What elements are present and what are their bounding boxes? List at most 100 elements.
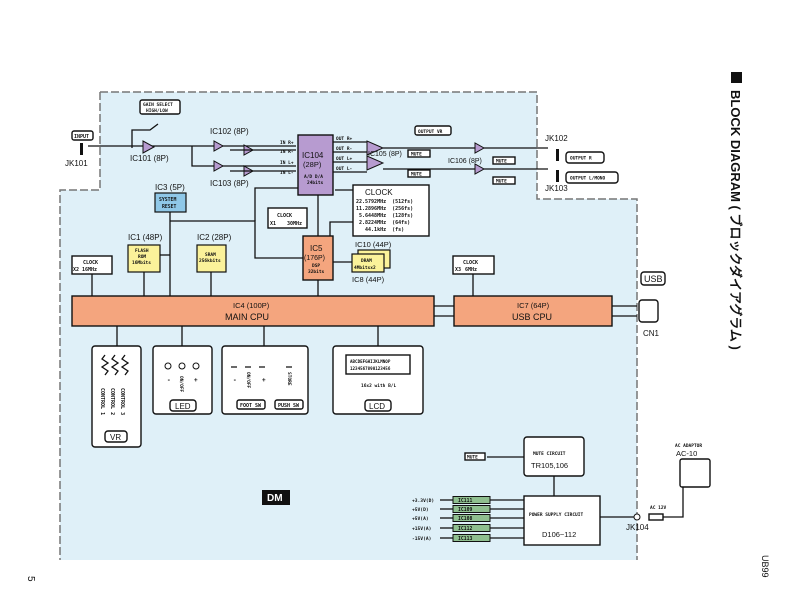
ic106a-opamp-icon [474, 142, 486, 154]
mute-out-label: MUTE [467, 455, 478, 461]
page-number: 5 [25, 576, 36, 582]
regulator-ic113 [452, 534, 491, 542]
ic101-label: IC101 (8P) [130, 154, 169, 163]
ic104-func: A/D D/A [304, 174, 323, 180]
board-border [100, 91, 638, 560]
ic5-dsp [302, 235, 334, 281]
led-icon [178, 362, 186, 370]
input-split [191, 146, 296, 167]
ic102-label: IC102 (8P) [210, 127, 249, 136]
jk103-label: JK103 [545, 184, 568, 193]
mute-out-box [464, 452, 486, 461]
led-label: LED [175, 402, 191, 411]
jk104-jack-icon [633, 513, 641, 521]
page-title: BLOCK DIAGRAM ( ブロックダイアグラム ) [728, 90, 743, 350]
dram-line2: 4Mbitsx2 [354, 265, 376, 271]
reset-to-codec [254, 187, 298, 221]
ic101-opamp-icon [142, 140, 156, 154]
gain-select-sublabel: HIGH/LOW [146, 108, 168, 114]
clock-main-box [352, 184, 430, 237]
led-onoff: ON/OFF [178, 376, 184, 393]
ic3-label: IC3 (5P) [155, 183, 185, 192]
ic1-label: IC1 (48P) [128, 233, 163, 242]
rail-voltage-label: -15V(A) [412, 536, 431, 542]
clock-x3-freq: 6MHz [465, 267, 477, 273]
mute-box [492, 156, 516, 165]
clock-main-title: CLOCK [365, 188, 393, 197]
usb-connector-icon[interactable] [638, 299, 659, 323]
adaptor-title: AC ADAPTOR [675, 443, 702, 449]
mute-label: MUTE [496, 159, 507, 165]
ic4-label: IC4 (100P) [233, 301, 270, 310]
dc-plug-icon [648, 513, 664, 521]
lcd-tag [364, 399, 392, 412]
jk101-label: JK101 [65, 159, 88, 168]
ic5-pins: (176P) [304, 255, 325, 262]
rail-voltage-label: +15V(A) [412, 526, 431, 532]
out-l-plus: OUT L+ [336, 156, 353, 162]
power-supply-box [523, 495, 601, 546]
mute-label: MUTE [496, 179, 507, 185]
lcd-desc: 16x2 with B/L [361, 383, 397, 389]
clock-x2-freq: 16MHz [82, 267, 97, 273]
mute-box [492, 176, 516, 185]
mute-box [407, 149, 431, 158]
regulator-label: IC109 [458, 507, 473, 513]
jk104-label: JK104 [626, 523, 649, 532]
led-tag [169, 399, 197, 412]
sw-minus: - [233, 377, 237, 384]
gain-select-box [139, 99, 181, 115]
flash-line3: 16Mbits [132, 260, 151, 266]
title-bullet [731, 72, 742, 83]
input-label: INPUT [74, 134, 89, 140]
gain-select-label: GAIN SELECT [143, 102, 173, 108]
sw-plus: + [262, 377, 266, 384]
mute-label: MUTE [411, 152, 422, 158]
regulator-ic109 [452, 505, 491, 513]
clock-to-dsp [329, 221, 353, 236]
rail-voltage-label: +5V(D) [412, 507, 429, 513]
power-supply-parts: D106~112 [542, 530, 576, 539]
ic104-bits: 24bits [307, 180, 324, 186]
clock-x1-title: CLOCK [277, 213, 292, 219]
in-r-plus: IN R+ [280, 140, 294, 146]
regulator-ic111 [452, 496, 491, 504]
ic5-name: IC5 [310, 244, 323, 253]
foot-sw-tag [236, 399, 266, 410]
system-reset-line2: RESET [162, 204, 177, 210]
out-r-minus: OUT R- [336, 146, 353, 152]
ic8-label: IC8 (44P) [352, 275, 385, 284]
rail-voltage-label: +3.3V(D) [412, 498, 434, 504]
ic106-label: IC106 (8P) [448, 158, 482, 165]
ic5-func: DSP [312, 263, 320, 269]
ic105-label: IC105 (8P) [368, 151, 402, 158]
adaptor-model: AC-10 [676, 449, 697, 458]
input-label-box [71, 130, 94, 141]
ic104-pins: (28P) [303, 160, 322, 169]
ic10-label: IC10 (44P) [355, 240, 392, 249]
gain-switch [131, 123, 159, 148]
main-cpu-label: MAIN CPU [225, 312, 269, 322]
in-l-minus: IN L- [280, 170, 294, 176]
vr-control-3: CONTROL 3 [119, 388, 125, 415]
cn1-label: CN1 [643, 329, 660, 338]
ic7-label: IC7 (64P) [517, 301, 550, 310]
jk102-jack-icon [556, 149, 559, 161]
clock-x2-title: CLOCK [83, 260, 98, 266]
sram-line1: SRAM [205, 252, 216, 258]
regulator-label: IC113 [458, 536, 473, 542]
clock-x1-freq: 30MHz [287, 221, 302, 227]
jk102-label: JK102 [545, 134, 568, 143]
jk103-jack-icon [556, 170, 559, 182]
system-reset-line1: SYSTEM [159, 197, 176, 203]
clock-row: 44.1kHz (fs) [356, 227, 404, 233]
jk101-jack-icon [80, 143, 83, 155]
clock-x3-title: CLOCK [463, 260, 478, 266]
model-code: UB99 [760, 555, 770, 578]
ac-12v-label: AC 12V [650, 505, 667, 511]
ic4-main-cpu [71, 295, 435, 327]
ac-adaptor-icon [679, 458, 711, 488]
clock-row: 2.8224MHz (64fs) [356, 220, 410, 226]
vr-control-2: CONTROL 2 [109, 388, 115, 415]
clock-x1-ref: X1 [270, 221, 276, 227]
